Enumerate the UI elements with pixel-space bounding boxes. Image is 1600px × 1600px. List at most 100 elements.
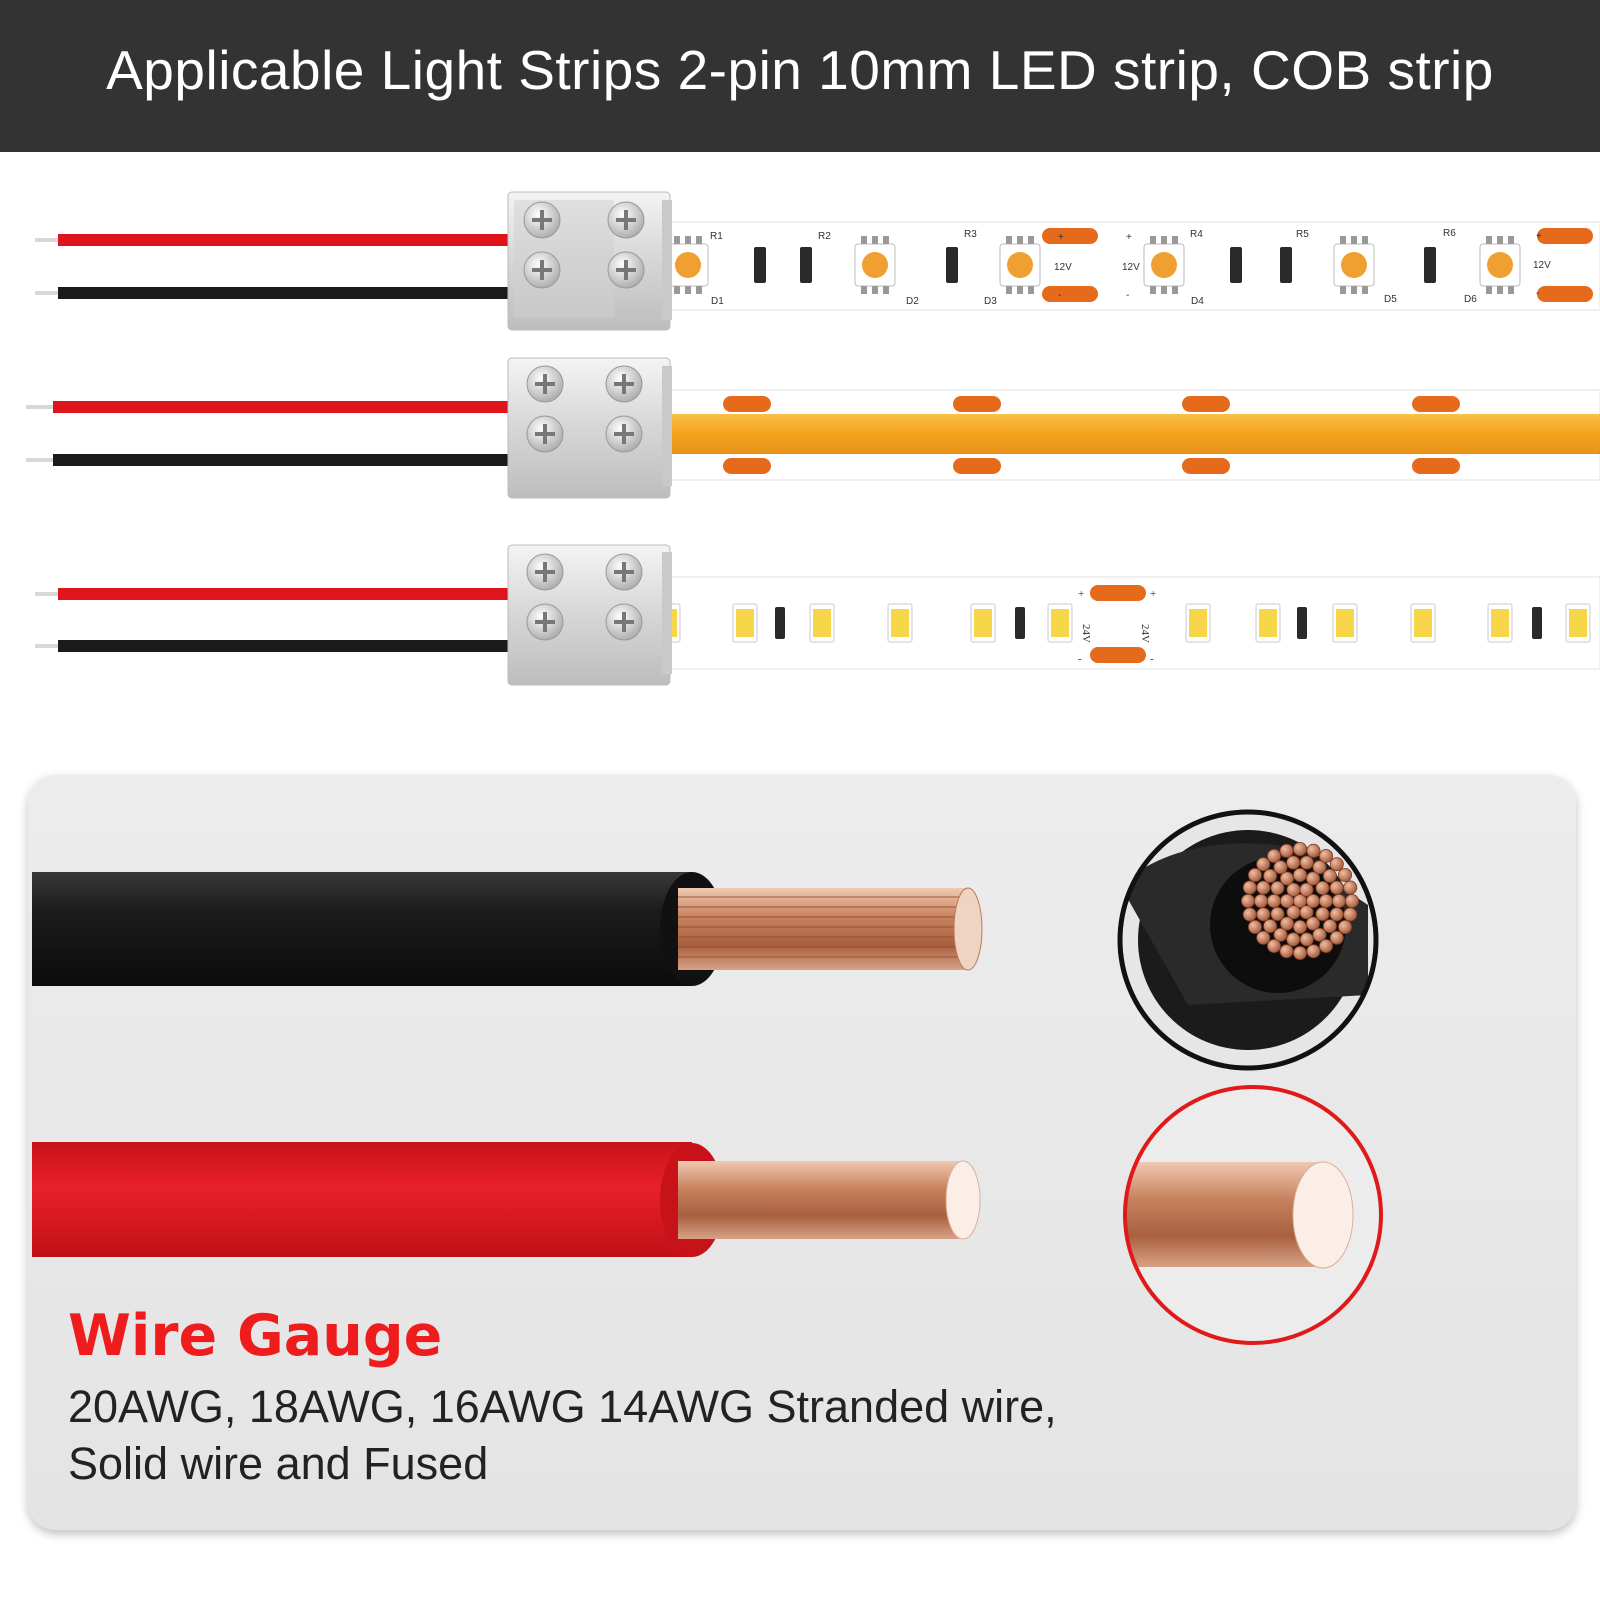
led-pin	[1497, 236, 1503, 244]
label-24v-b: 24V	[1139, 624, 1151, 643]
copper-strand	[1263, 919, 1278, 934]
wire-illustration	[32, 809, 1383, 1345]
wire-tip	[35, 238, 60, 242]
label-d5: D5	[1384, 294, 1397, 305]
label-d3: D3	[984, 296, 997, 307]
cob-pad	[723, 458, 771, 474]
label-12v-a: 12V	[1054, 262, 1072, 273]
led-pin	[1351, 286, 1357, 294]
wire-gauge-description: 20AWG, 18AWG, 16AWG 14AWG Stranded wire,…	[68, 1378, 1057, 1492]
solder-pad	[1042, 286, 1098, 302]
label-d6: D6	[1464, 294, 1477, 305]
led-pin	[872, 286, 878, 294]
solder-pad	[1537, 228, 1593, 244]
label-r3: R3	[964, 229, 977, 240]
plus-b: +	[1126, 232, 1132, 243]
copper-strand	[1256, 907, 1271, 922]
led-pin	[1508, 286, 1514, 294]
led-pin	[1486, 236, 1492, 244]
copper-strand	[1306, 944, 1321, 959]
copper-strand	[1293, 868, 1308, 883]
copper-strand	[1247, 919, 1262, 934]
copper-strand	[1329, 880, 1344, 895]
strips-svg: R1 R2 R3 R4 R5 R6 D1 D2 D3 D4 D5 D6 12V …	[26, 191, 1600, 686]
solid-crosssection	[1123, 1085, 1383, 1345]
copper-strand	[1286, 905, 1301, 920]
wire-tip	[26, 458, 56, 462]
solder-pad	[1042, 228, 1098, 244]
copper-strand	[1280, 871, 1295, 886]
copper-strand	[1293, 919, 1308, 934]
copper-strand	[1315, 881, 1330, 896]
copper-strand	[1312, 927, 1327, 942]
resistor	[754, 247, 766, 283]
led-pin	[1351, 236, 1357, 244]
strip-2835: 24V 24V + + - -	[35, 544, 1600, 686]
led-pin	[861, 236, 867, 244]
led-pin	[1006, 286, 1012, 294]
copper-strand	[1312, 860, 1327, 875]
led-2835-emitter	[891, 609, 909, 637]
copper-strand	[1270, 881, 1285, 896]
resistor	[800, 247, 812, 283]
copper-strand	[1242, 907, 1257, 922]
minus-a: -	[1058, 290, 1061, 301]
label-r4: R4	[1190, 229, 1203, 240]
copper-strand	[1256, 880, 1271, 895]
led-5050-emitter	[862, 252, 888, 278]
copper-strand	[1256, 930, 1271, 945]
copper-strand	[1299, 932, 1314, 947]
connector-clip	[507, 357, 672, 499]
copper-strand	[1263, 868, 1278, 883]
led-2835-emitter	[1414, 609, 1432, 637]
resistor	[1297, 607, 1307, 639]
plus-a: +	[1058, 232, 1064, 243]
strip-cob	[26, 357, 1600, 499]
black-wire	[58, 640, 510, 652]
led-pin	[1340, 286, 1346, 294]
copper-strand	[1293, 842, 1308, 857]
stranded-crosssection	[1117, 809, 1379, 1071]
cob-pad	[1182, 458, 1230, 474]
solder-pad	[1090, 647, 1146, 663]
led-pin	[1161, 236, 1167, 244]
led-pin	[1161, 286, 1167, 294]
cob-pad	[1412, 396, 1460, 412]
header-title: Applicable Light Strips 2-pin 10mm LED s…	[106, 39, 1494, 101]
led-2835-emitter	[1051, 609, 1069, 637]
label-r1: R1	[710, 231, 723, 242]
copper-strand	[1338, 868, 1353, 883]
label-d1: D1	[711, 296, 724, 307]
connector-clip	[507, 544, 672, 686]
resistor	[1424, 247, 1436, 283]
copper-strand	[1315, 906, 1330, 921]
resistor	[946, 247, 958, 283]
led-5050-emitter	[1487, 252, 1513, 278]
led-pin	[1362, 286, 1368, 294]
led-pin	[861, 286, 867, 294]
led-pin	[1508, 236, 1514, 244]
copper-strand	[1280, 916, 1295, 931]
copper-strand	[1267, 939, 1282, 954]
solder-pad	[1537, 286, 1593, 302]
led-2835-emitter	[1259, 609, 1277, 637]
wire-gauge-heading: Wire Gauge	[68, 1303, 443, 1369]
led-2835-emitter	[813, 609, 831, 637]
wire-gauge-panel: Wire Gauge 20AWG, 18AWG, 16AWG 14AWG Str…	[28, 775, 1576, 1530]
led-pin	[696, 286, 702, 294]
led-5050-emitter	[1341, 252, 1367, 278]
wire-tip	[35, 592, 60, 596]
black-wire	[58, 287, 510, 299]
copper-strand	[1273, 927, 1288, 942]
led-pin	[1172, 236, 1178, 244]
copper-strand	[1319, 894, 1334, 909]
copper-strand	[1241, 894, 1256, 909]
copper-strand	[1306, 843, 1321, 858]
plus-e: +	[1150, 588, 1156, 600]
copper-strand	[1293, 945, 1308, 960]
solder-pad	[1090, 585, 1146, 601]
led-pin	[1017, 286, 1023, 294]
led-pin	[1150, 236, 1156, 244]
strip-board	[664, 221, 1600, 311]
connector-clip	[507, 191, 672, 331]
